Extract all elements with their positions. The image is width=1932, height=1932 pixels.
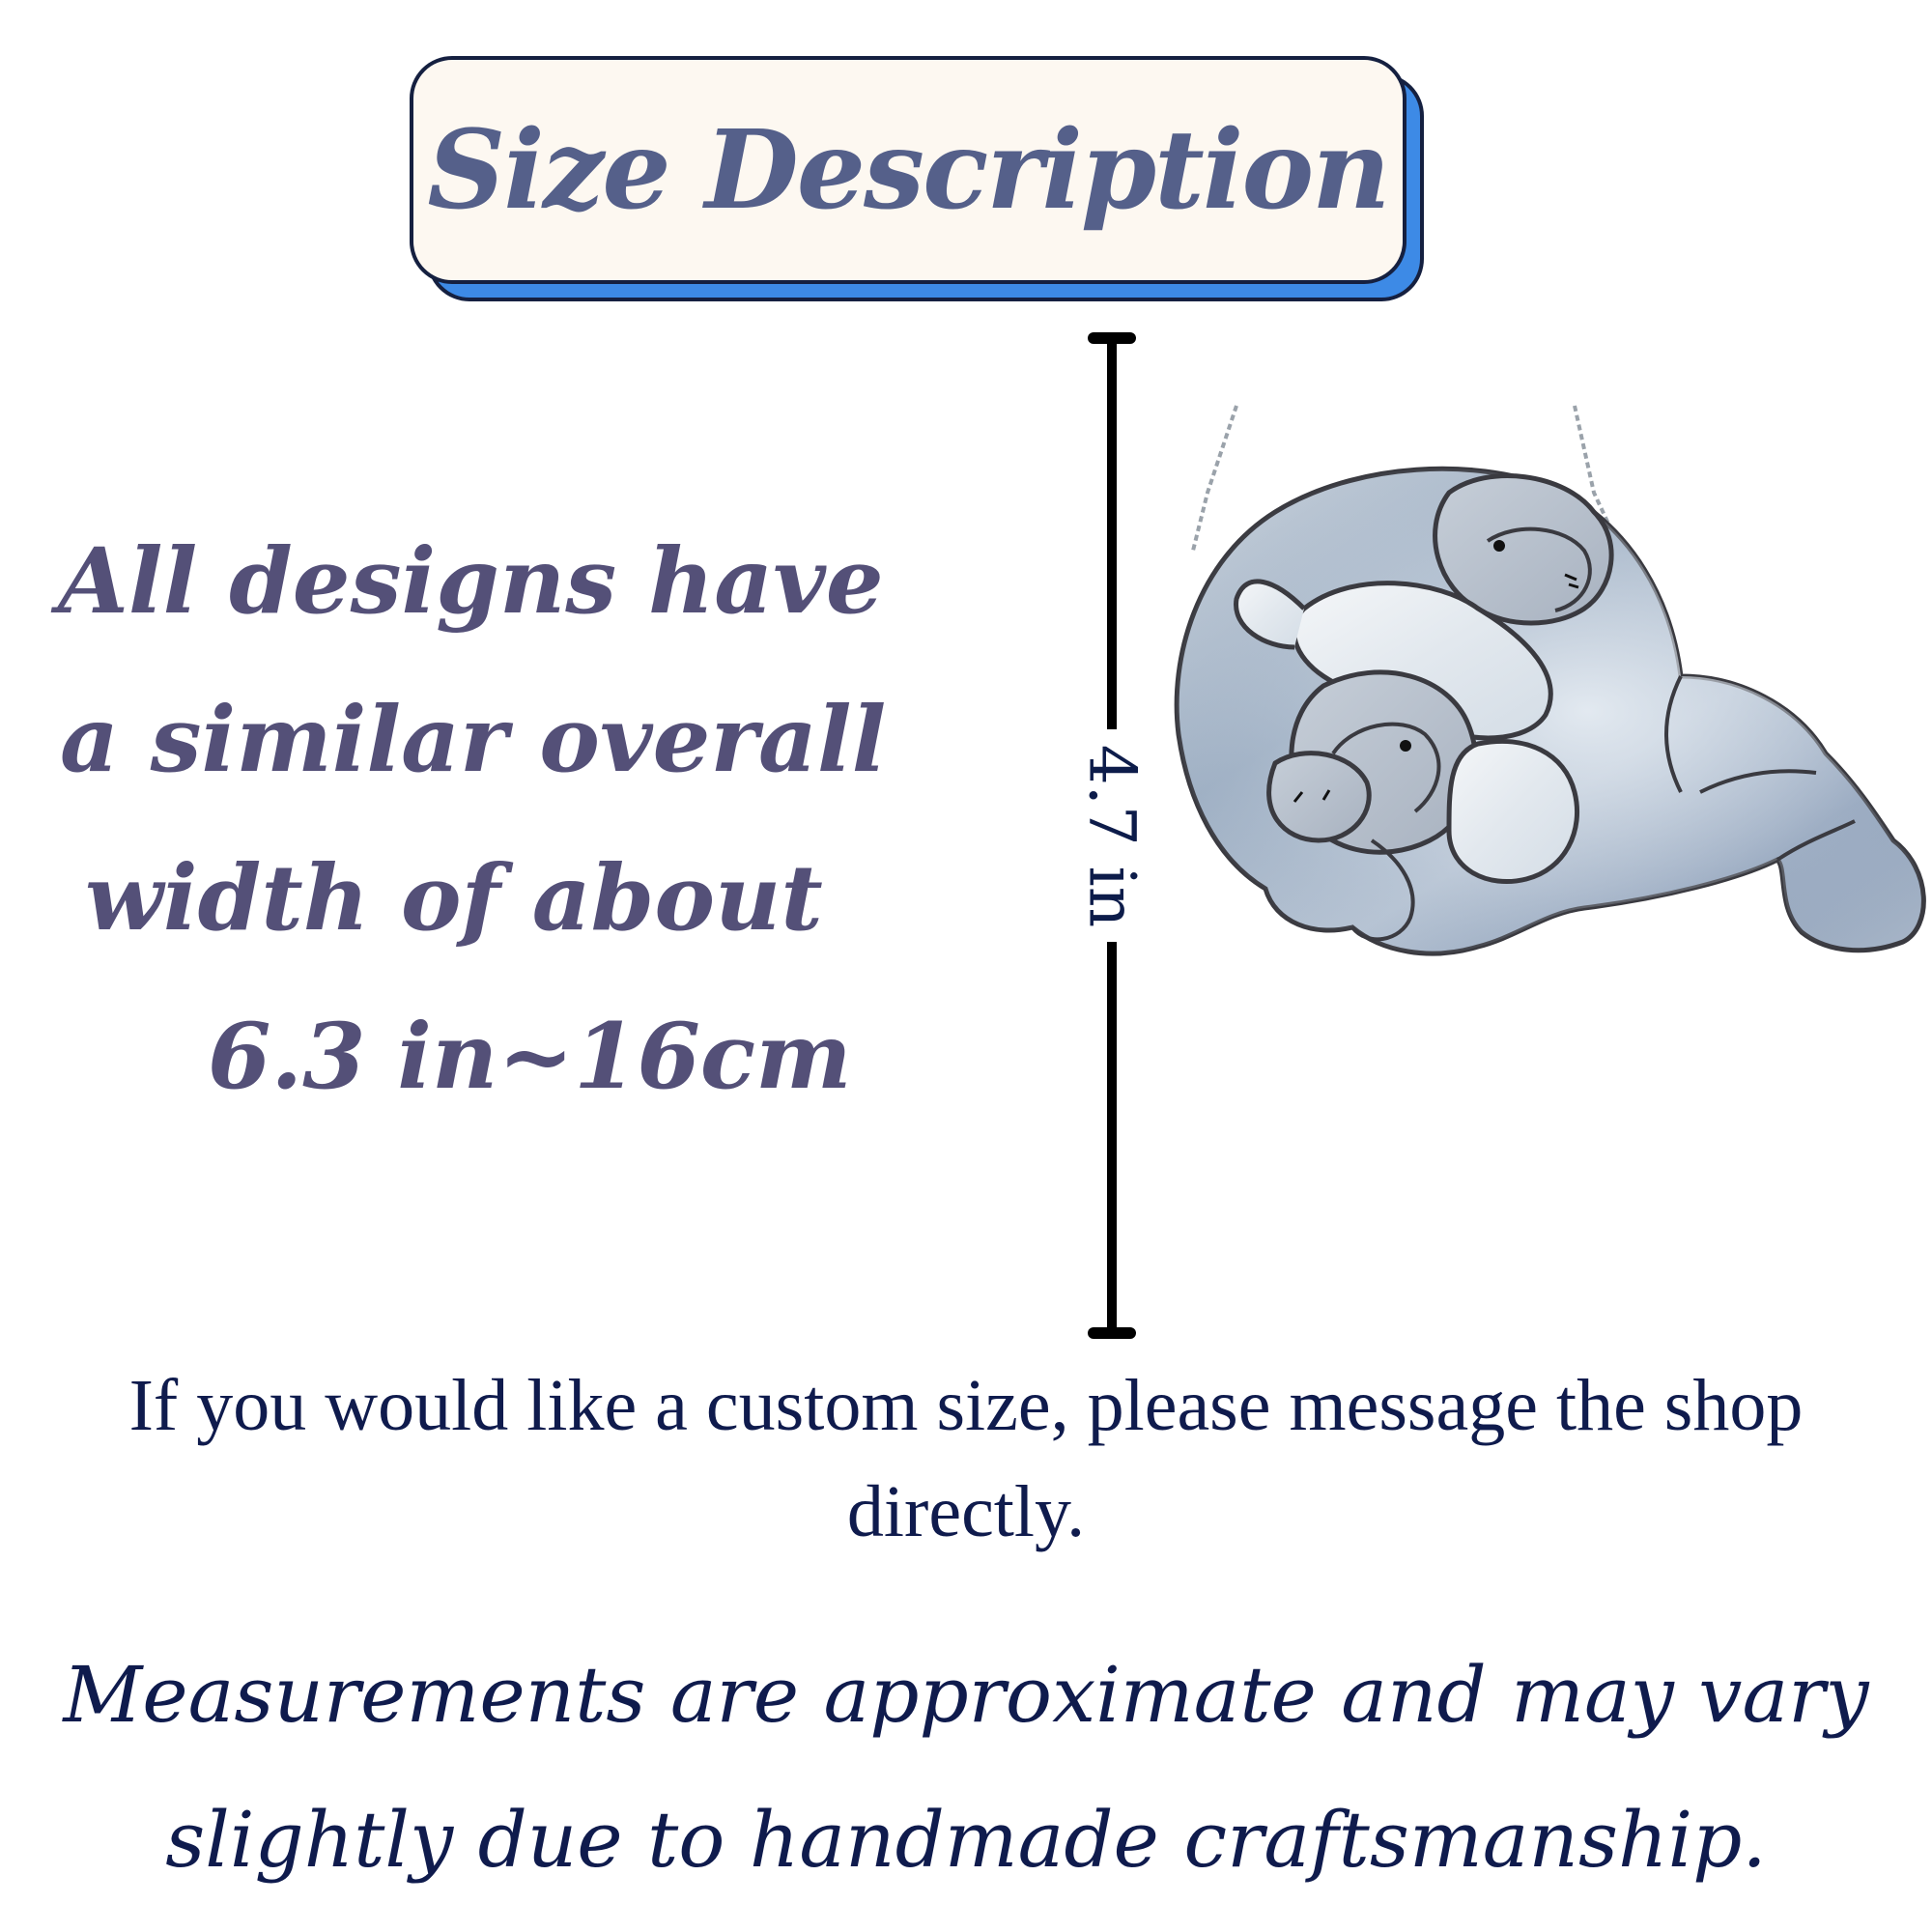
description-line-1: All designs have	[58, 528, 884, 635]
height-dimension-label: 4.7 in	[1074, 744, 1150, 927]
description-line-2: a similar overall	[60, 687, 887, 793]
title-card: Size Description	[410, 56, 1406, 284]
description-line-4: 6.3 in~16cm	[208, 1004, 852, 1110]
measurement-disclaimer: Measurements are approximate and may var…	[63, 1650, 1869, 1885]
height-dimension-label-box: 4.7 in	[1039, 729, 1184, 942]
description-line-3: width of about	[85, 845, 823, 952]
height-dimension-cap-bottom	[1088, 1327, 1136, 1339]
custom-size-note: If you would like a custom size, please …	[128, 1365, 1804, 1552]
height-dimension-cap-top	[1088, 332, 1136, 344]
page-title: Size Description	[427, 106, 1390, 234]
size-description: All designs have a similar overall width…	[39, 502, 927, 1136]
manatee-suncatcher-icon	[1174, 405, 1926, 956]
